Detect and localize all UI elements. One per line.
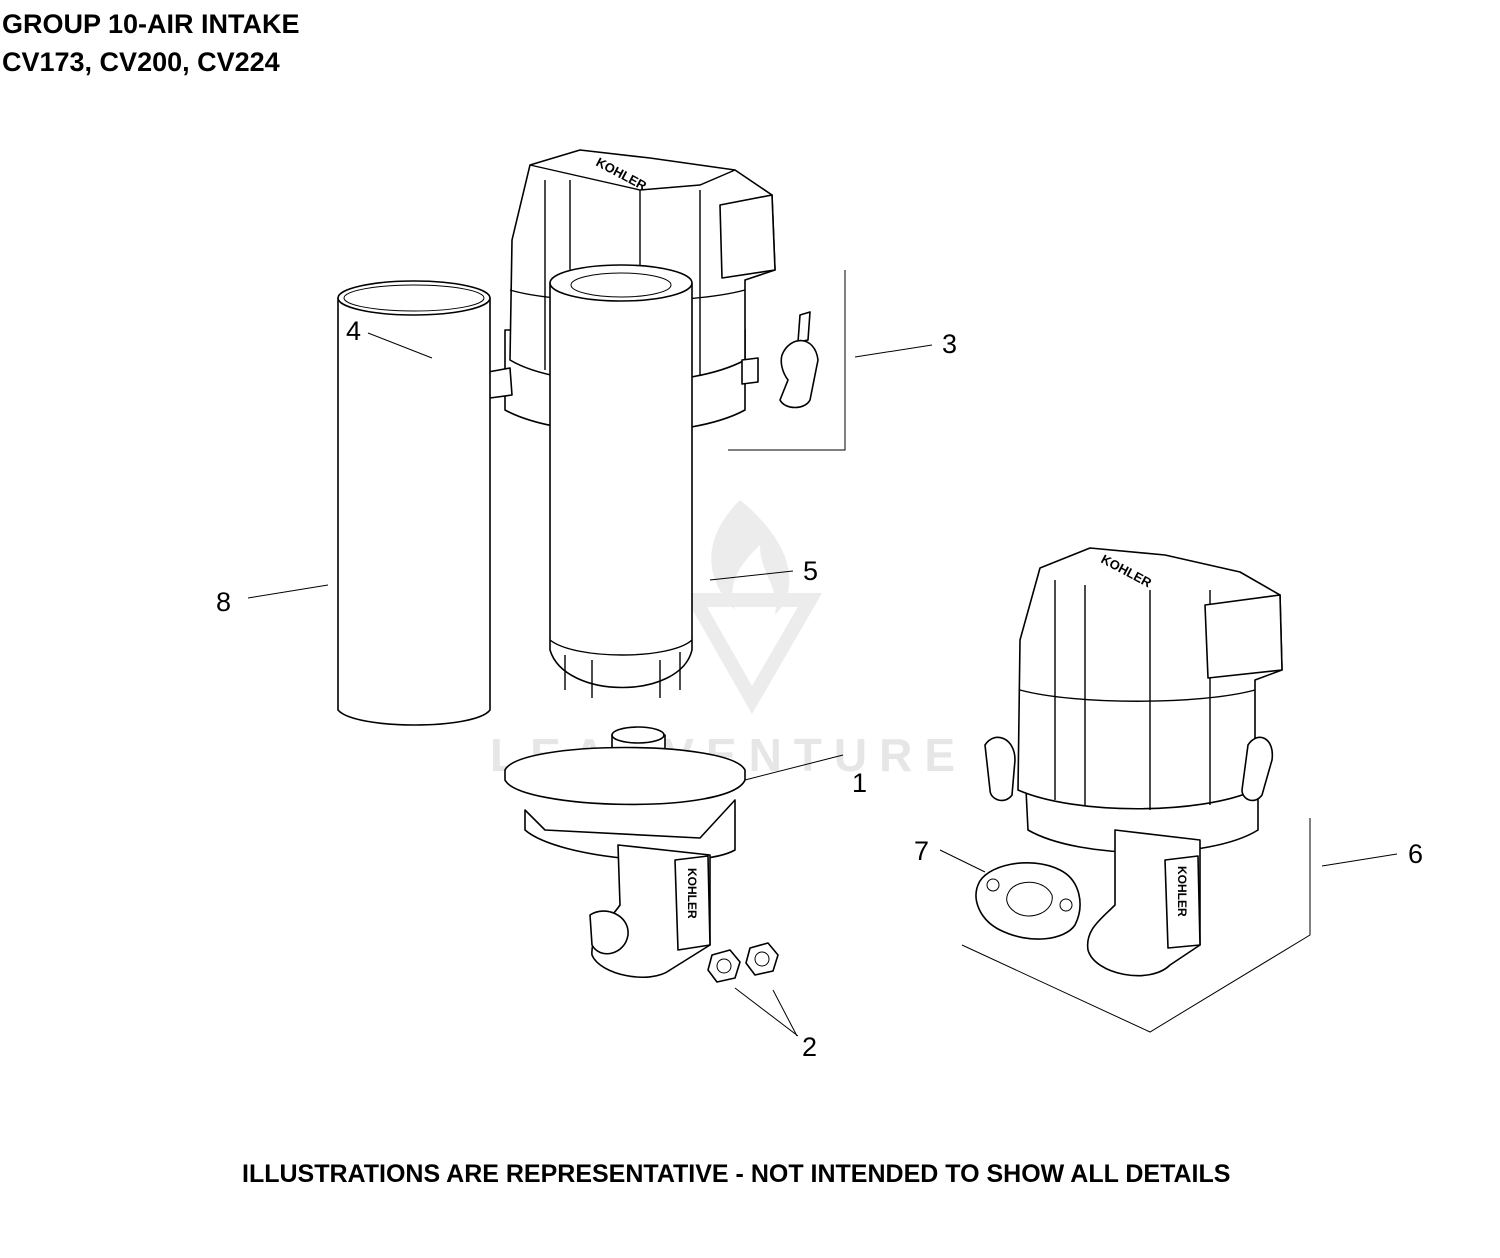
diagram-title: GROUP 10-AIR INTAKE — [2, 9, 300, 39]
model-list: CV173, CV200, CV224 — [2, 47, 280, 77]
callout-4: 4 — [346, 316, 362, 346]
watermark-logo — [682, 500, 823, 715]
callout-6: 6 — [1408, 839, 1424, 869]
precleaner-sleeve — [337, 280, 491, 726]
callout-5: 5 — [803, 556, 819, 586]
callout-1: 1 — [852, 768, 868, 798]
hex-nut-right — [745, 942, 779, 976]
disclaimer-text: ILLUSTRATIONS ARE REPRESENTATIVE - NOT I… — [242, 1160, 1231, 1188]
intake-gasket — [975, 862, 1081, 940]
air-cleaner-base: KOHLER — [504, 726, 746, 978]
callout-3: 3 — [942, 329, 958, 359]
air-filter-element — [549, 264, 693, 698]
callout-8: 8 — [216, 587, 232, 617]
hex-nut-left — [707, 949, 741, 983]
kohler-logo-base: KOHLER — [685, 868, 699, 919]
kohler-logo-assembly-base: KOHLER — [1175, 866, 1189, 917]
air-cleaner-assembly: KOHLER KOHLER — [984, 547, 1283, 977]
retaining-clip-right — [779, 311, 819, 409]
callout-2: 2 — [802, 1032, 818, 1062]
callout-bracket-6 — [961, 818, 1311, 1033]
callout-bracket-3 — [728, 270, 846, 451]
leader-lines — [247, 332, 1398, 1037]
callout-7: 7 — [914, 836, 930, 866]
